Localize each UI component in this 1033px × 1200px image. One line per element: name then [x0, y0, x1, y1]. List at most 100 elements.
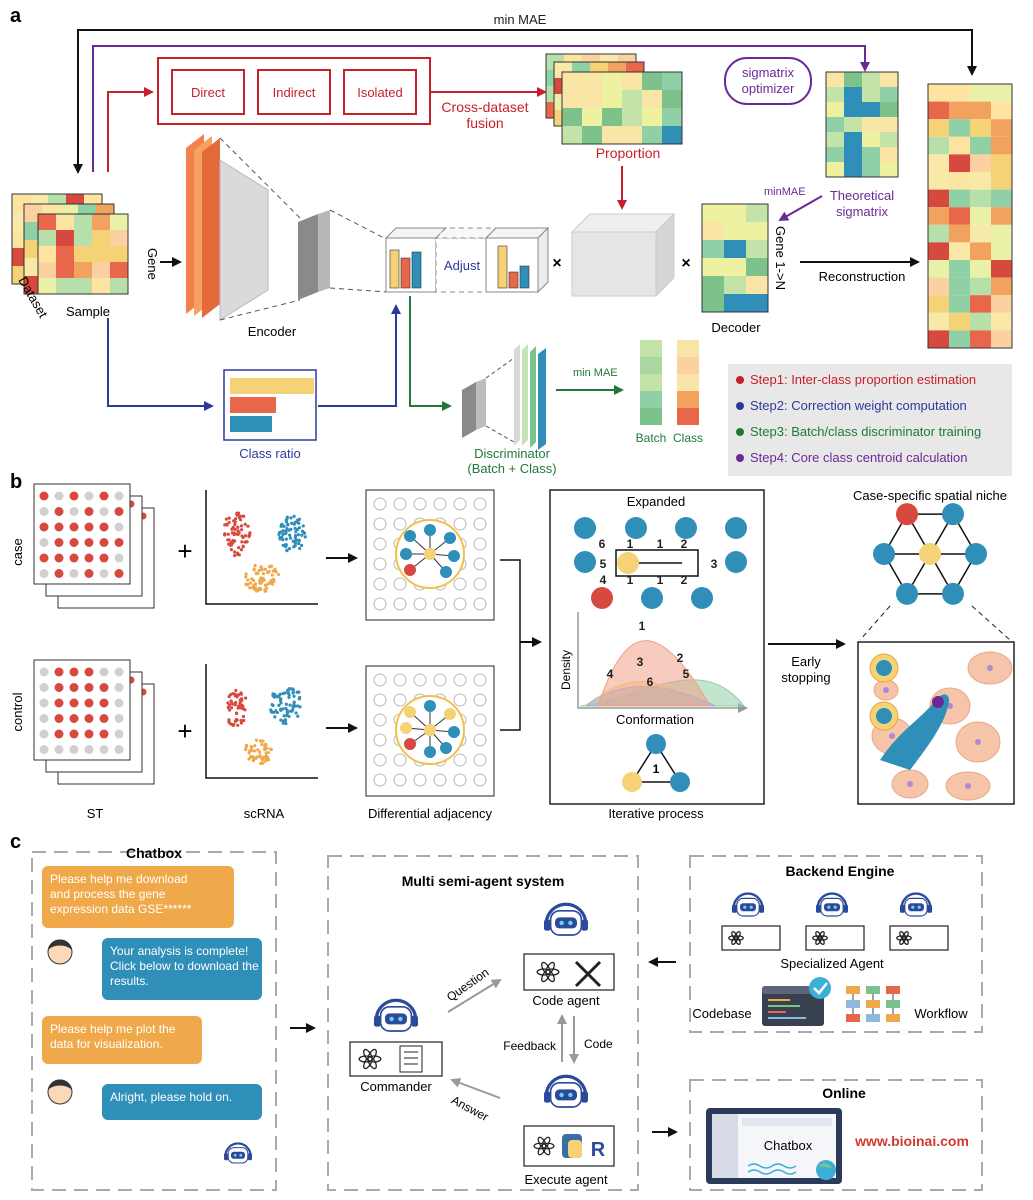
adjacency-node [440, 742, 452, 754]
expanded-node [591, 587, 613, 609]
workflow-icon [842, 984, 904, 1026]
online-window-icon [706, 1108, 842, 1184]
website-link[interactable]: www.bioinai.com [854, 1133, 969, 1149]
adjacency-node [404, 738, 416, 750]
reconstruction-cell [928, 224, 949, 243]
adjacency-spot [453, 753, 467, 767]
class-ratio-bar [230, 416, 272, 432]
robot-ear [247, 1153, 252, 1161]
scrna-cell [233, 703, 237, 707]
expanded-node [641, 587, 663, 609]
scrna-cell [281, 721, 285, 725]
question-label: Question [444, 965, 491, 1004]
st-spot [54, 667, 64, 677]
pre-adjust-bars [389, 249, 422, 289]
adjacency-spot [373, 577, 387, 591]
scrna-cell [232, 550, 237, 554]
dataset-front-cell [92, 246, 110, 262]
proportion-front-cell [642, 126, 662, 144]
sigmatrix-cell [844, 102, 862, 117]
zoom-line-left [859, 605, 891, 641]
st-spot [54, 714, 64, 723]
scrna-cell [232, 532, 236, 537]
code-agent-label: Code agent [532, 993, 600, 1008]
openai-icon [545, 961, 555, 975]
adjacency-node [444, 532, 456, 544]
reconstruction-cell [928, 295, 949, 313]
reconstruction-label: Reconstruction [819, 269, 906, 284]
adjacency-spot [473, 673, 487, 687]
robot-ear [374, 1015, 381, 1027]
early-stopping-label-1: Early [791, 654, 821, 669]
scrna-cell [227, 538, 231, 542]
st-spot [84, 683, 94, 692]
triangle-graph [622, 734, 690, 792]
scrna-cell [238, 514, 243, 518]
adjacency-spot [473, 773, 487, 787]
proportion-front-cell [662, 72, 682, 90]
scrna-cell [239, 548, 244, 552]
scrna-label: scRNA [244, 806, 285, 821]
robot-eye [559, 1092, 564, 1098]
scrna-cell [274, 570, 278, 574]
robot-eye [398, 1016, 403, 1022]
niche-node [896, 503, 918, 526]
chat-message-line: Please help me download [50, 872, 187, 886]
curve-number: 2 [677, 651, 684, 665]
sigmatrix-optimizer-label-2: optimizer [742, 81, 795, 96]
agent-tool-box [805, 925, 865, 951]
st-spot [99, 667, 109, 677]
scrna-cell [231, 541, 235, 545]
robot-ear [581, 919, 588, 931]
decoder-cell [746, 222, 768, 240]
adjacency-spot [373, 693, 387, 707]
scrna-control-clusters [226, 687, 302, 766]
scrna-cell [289, 516, 293, 520]
st-spot [99, 538, 109, 547]
adjacency-spot [373, 597, 387, 611]
scrna-cell [251, 758, 256, 763]
control-label: control [10, 692, 25, 731]
reconstruction-cell [949, 172, 970, 190]
plus-sign-control: + [177, 716, 192, 746]
scrna-cell [296, 714, 300, 718]
reconstruction-cell [949, 84, 970, 102]
scrna-cell [236, 532, 240, 536]
encoder-label: Encoder [248, 324, 297, 339]
scrna-cell [296, 541, 301, 546]
r-icon: R [591, 1139, 606, 1161]
scrna-cell [230, 706, 234, 710]
scrna-cell [293, 520, 297, 524]
panel-label-c: c [10, 831, 21, 853]
scrna-cell [234, 717, 238, 722]
chat-message-line: data for visualization. [50, 1037, 163, 1051]
st-spot [84, 729, 94, 739]
reconstruction-cell [970, 189, 991, 208]
adjacency-spot [473, 753, 487, 767]
scrna-cell [300, 529, 305, 533]
dataset-front-cell [110, 214, 128, 230]
scrna-cell [239, 691, 243, 695]
st-spot [69, 698, 79, 708]
adjacency-node [448, 726, 460, 738]
sigmatrix-cell [826, 102, 844, 117]
scrna-cell [284, 518, 288, 522]
st-spot [114, 538, 124, 547]
scrna-cell [264, 742, 268, 746]
robot-ear [927, 904, 932, 913]
proportion-front-cell [562, 108, 582, 126]
reconstruction-cell [970, 277, 991, 296]
scrna-cell [285, 549, 289, 553]
dataset-front-cell [56, 246, 74, 262]
scrna-cell [286, 522, 290, 526]
scrna-cell [290, 521, 294, 525]
decoder-cell [746, 294, 768, 312]
scrna-cell [287, 695, 291, 700]
edge-number: 1 [657, 573, 664, 587]
adjacency-spot [473, 557, 487, 571]
scrna-cell [237, 545, 241, 550]
robot-eye [233, 1153, 237, 1157]
step-bullet [736, 376, 744, 384]
